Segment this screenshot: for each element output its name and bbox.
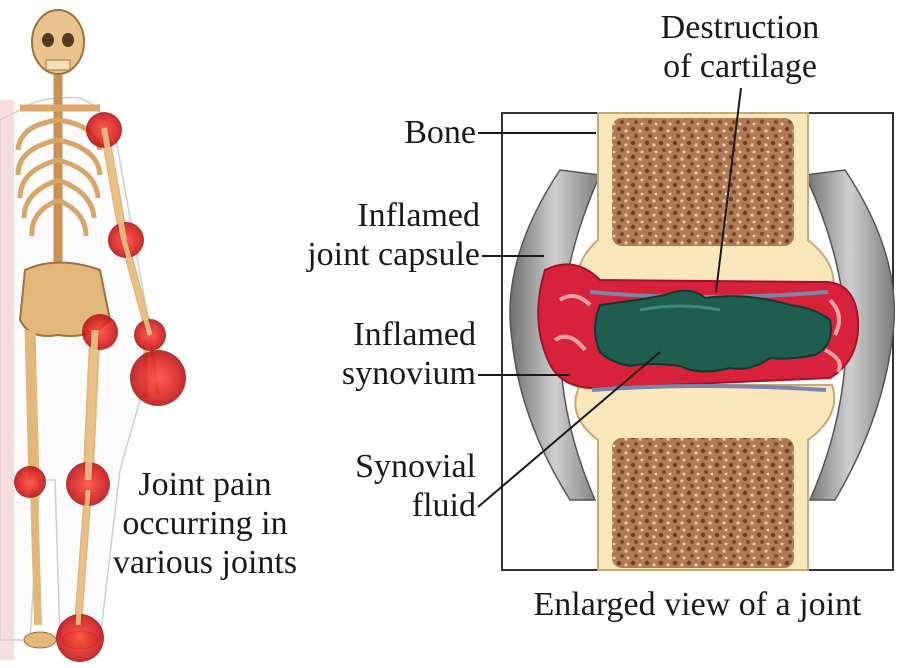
label-synovium-line2: synovium (300, 354, 476, 393)
label-destruction: Destruction of cartilage (640, 8, 840, 86)
label-synovium-line1: Inflamed (300, 315, 476, 354)
label-fluid-line1: Synovial (320, 447, 476, 486)
pain-spot-knee-left (14, 466, 46, 498)
label-synovium: Inflamed synovium (300, 315, 476, 393)
label-joint-pain-line2: occurring in (100, 504, 310, 543)
label-joint-pain: Joint pain occurring in various joints (100, 465, 310, 582)
label-bone-text: Bone (370, 113, 476, 152)
joint-cross-section-icon (502, 113, 894, 570)
label-bone: Bone (370, 113, 476, 152)
label-capsule-line1: Inflamed (270, 196, 480, 235)
label-capsule: Inflamed joint capsule (270, 196, 480, 274)
label-capsule-line2: joint capsule (270, 235, 480, 274)
caption: Enlarged view of a joint (502, 585, 893, 624)
lower-bone-marrow (612, 438, 794, 568)
label-joint-pain-line1: Joint pain (100, 465, 310, 504)
label-destruction-line1: Destruction (640, 8, 840, 47)
label-joint-pain-line3: various joints (100, 543, 310, 582)
label-fluid: Synovial fluid (320, 447, 476, 525)
upper-bone-marrow (612, 118, 794, 246)
caption-text: Enlarged view of a joint (502, 585, 893, 624)
label-fluid-line2: fluid (320, 486, 476, 525)
label-destruction-line2: of cartilage (640, 47, 840, 86)
pain-spot-hand (130, 350, 186, 406)
pain-spot-hip (82, 314, 118, 350)
